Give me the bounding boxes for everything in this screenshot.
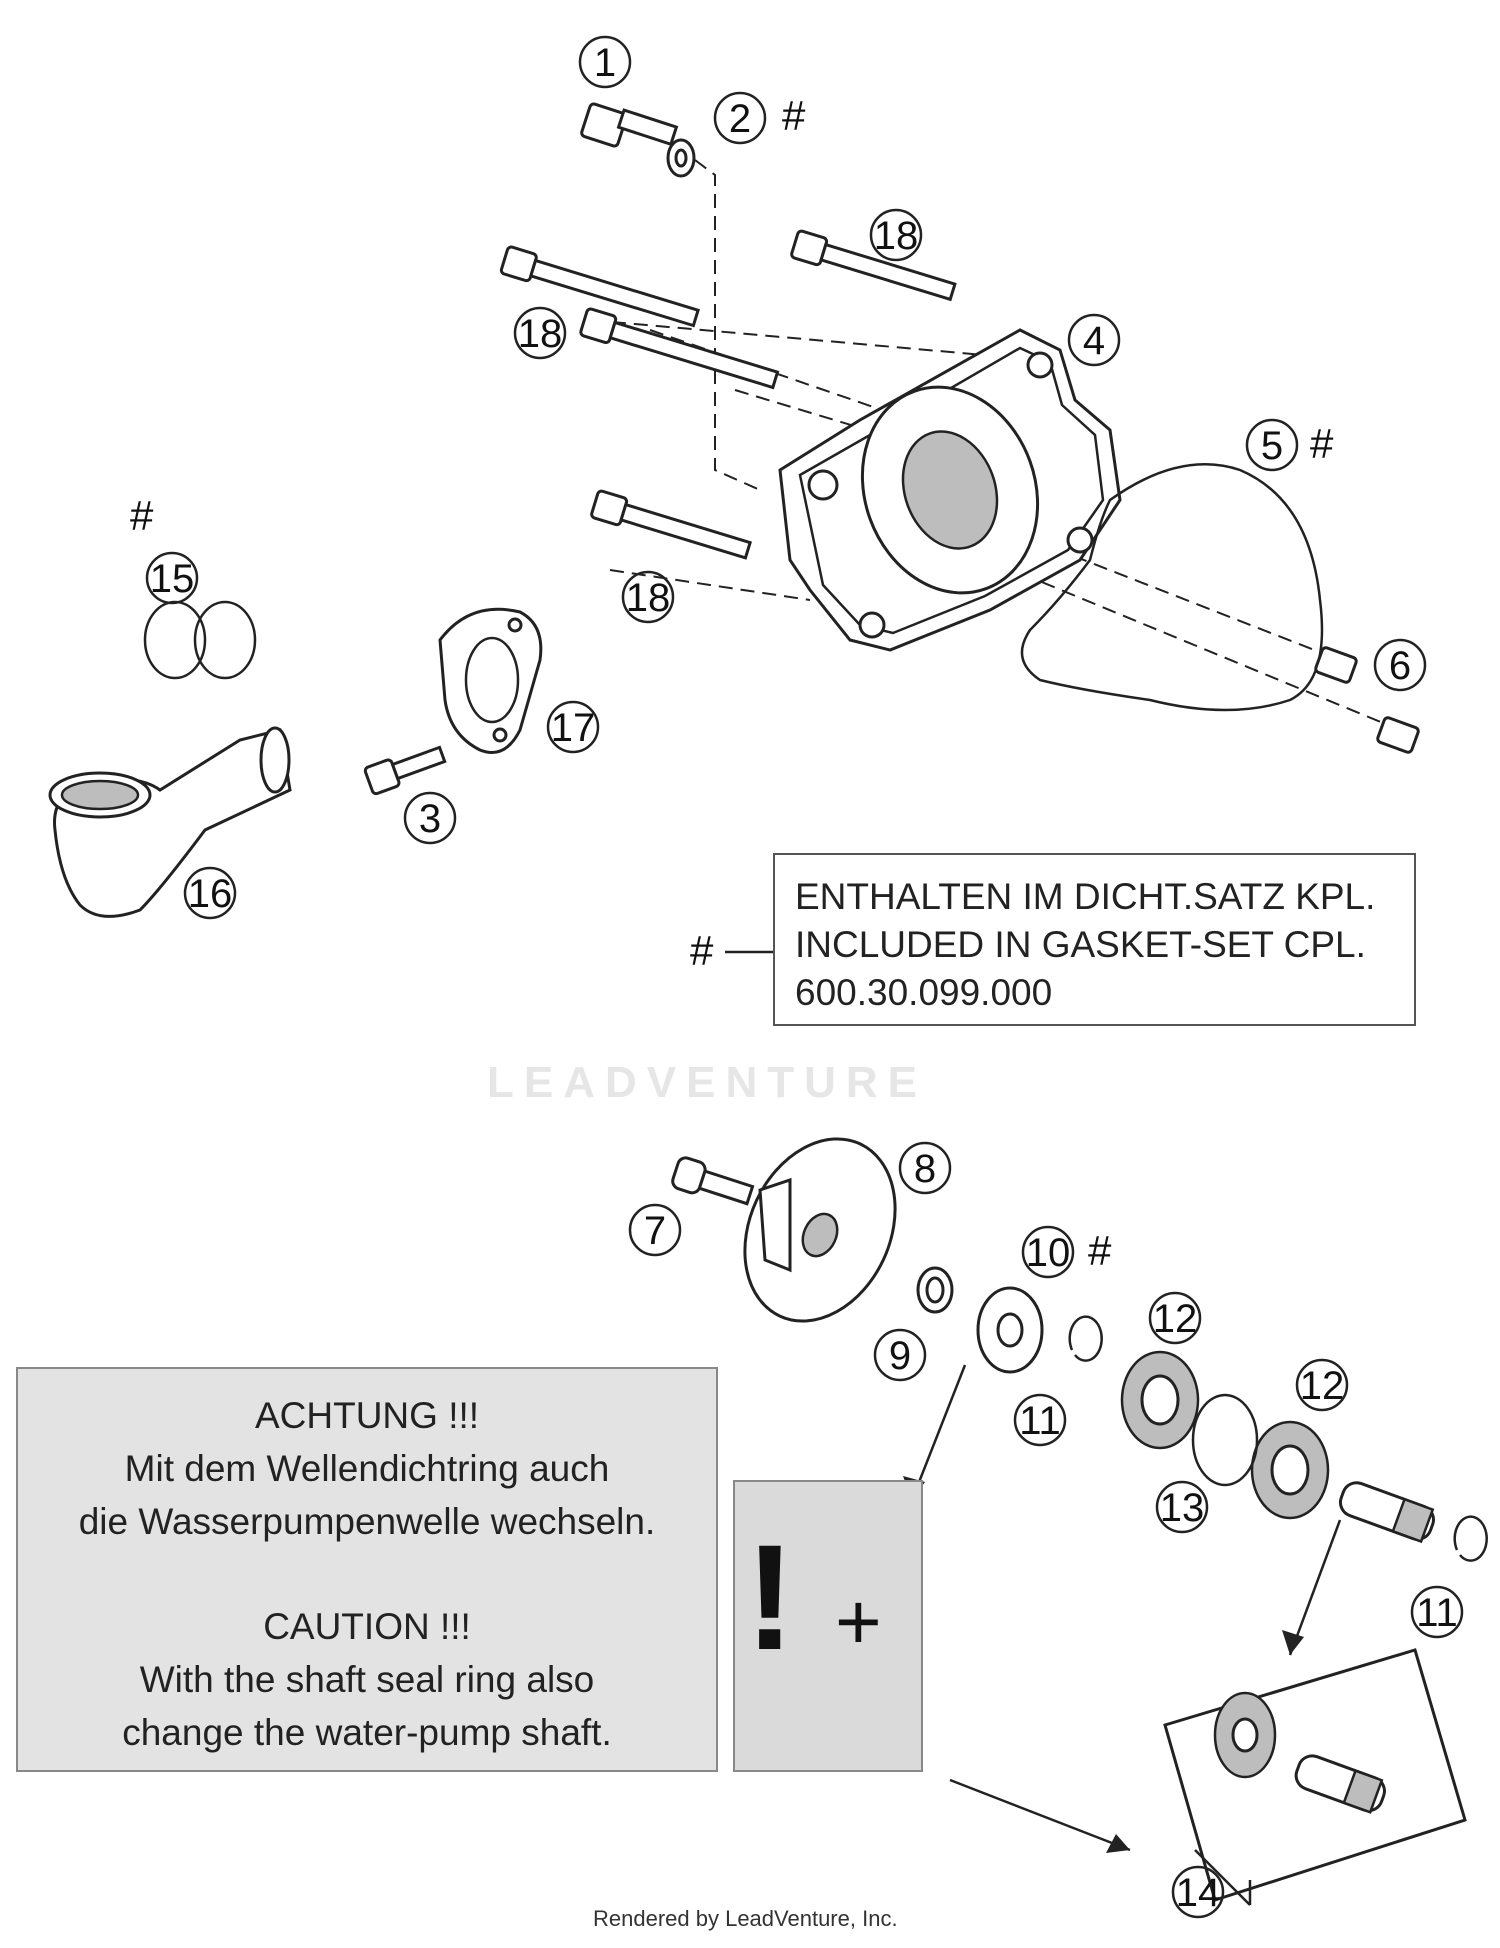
caution-de-line-1: Mit dem Wellendichtring auch: [124, 1448, 610, 1489]
callout-18c: 18: [621, 570, 675, 624]
svg-text:9: 9: [889, 1334, 911, 1378]
part-o-rings-15: [143, 600, 257, 680]
callout-18a: 18: [869, 208, 923, 262]
watermark-text: LEADVENTURE: [487, 1058, 928, 1107]
legend-line-2: INCLUDED IN GASKET-SET CPL.: [795, 924, 1366, 965]
callout-9: 9: [873, 1328, 927, 1382]
hash-10: #: [1088, 1227, 1112, 1274]
svg-text:18: 18: [626, 576, 671, 620]
svg-text:6: 6: [1389, 644, 1411, 688]
callout-2: 2: [713, 91, 767, 145]
callout-6: 6: [1373, 638, 1427, 692]
part-shaft: [1338, 1481, 1435, 1544]
callout-11b: 11: [1410, 1585, 1464, 1639]
svg-text:18: 18: [874, 214, 919, 258]
svg-text:11: 11: [1416, 1591, 1458, 1635]
svg-text:10: 10: [1026, 1231, 1071, 1275]
callout-16: 16: [183, 866, 237, 920]
callout-10: 10: [1021, 1225, 1075, 1279]
part-bearings-12: [1120, 1350, 1330, 1520]
part-snap-ring-13: [1191, 1393, 1259, 1487]
callout-5: 5: [1245, 418, 1299, 472]
part-ring-9: [916, 1266, 954, 1314]
replace-both-icon-box: ! +: [733, 1480, 923, 1772]
part-pump-cover-4: [778, 328, 1122, 652]
callout-12a: 12: [1148, 1291, 1202, 1345]
caution-box: ACHTUNG !!! Mit dem Wellendichtring auch…: [16, 1367, 718, 1772]
callout-8: 8: [898, 1141, 952, 1195]
part-flange-gasket-17: [438, 607, 543, 754]
callout-18b: 18: [513, 306, 567, 360]
svg-text:17: 17: [551, 706, 596, 750]
hash-legend: #: [690, 927, 714, 974]
part-dowels-6: [1314, 646, 1420, 754]
callout-13: 13: [1155, 1480, 1209, 1534]
svg-text:1: 1: [594, 41, 616, 85]
callouts: 1 2 # 18 18 4 5 # # 15 18 6 17 3 16 # 8 …: [130, 35, 1464, 1919]
svg-text:18: 18: [518, 312, 563, 356]
svg-text:5: 5: [1261, 424, 1283, 468]
svg-text:12: 12: [1300, 1364, 1345, 1408]
part-gasket-5: [1020, 463, 1324, 712]
part-bolt-1: [580, 102, 679, 148]
caution-en-line-1: With the shaft seal ring also: [139, 1659, 595, 1700]
part-washer-2: [666, 138, 696, 178]
hash-15: #: [130, 492, 154, 539]
callout-1: 1: [578, 35, 632, 89]
svg-text:15: 15: [150, 557, 195, 601]
hash-2: #: [782, 92, 806, 139]
svg-text:4: 4: [1083, 319, 1105, 363]
footer-credit: Rendered by LeadVenture, Inc.: [593, 1906, 898, 1931]
callout-14: 14: [1171, 1865, 1225, 1919]
part-shaft-seal-10: [976, 1286, 1044, 1374]
svg-text:14: 14: [1176, 1871, 1221, 1915]
caution-en-title: CAUTION !!!: [263, 1606, 471, 1647]
callout-12b: 12: [1295, 1358, 1349, 1412]
callout-3: 3: [403, 791, 457, 845]
caution-de-title: ACHTUNG !!!: [254, 1395, 480, 1436]
callout-11a: 11: [1013, 1393, 1067, 1447]
plus-icon: +: [835, 1577, 882, 1666]
part-long-bolts-18: [499, 229, 957, 560]
part-circlips-11: [1068, 1315, 1488, 1562]
legend-line-1: ENTHALTEN IM DICHT.SATZ KPL.: [795, 876, 1376, 917]
exclamation-icon: !: [745, 1513, 795, 1681]
part-impeller-8: [743, 1137, 897, 1323]
svg-text:2: 2: [729, 97, 751, 141]
svg-text:8: 8: [914, 1147, 936, 1191]
svg-text:16: 16: [188, 872, 233, 916]
svg-text:13: 13: [1160, 1486, 1205, 1530]
caution-de-line-2: die Wasserpumpenwelle wechseln.: [78, 1501, 656, 1542]
callout-7: 7: [628, 1203, 682, 1257]
svg-text:12: 12: [1153, 1297, 1198, 1341]
part-short-bolt-3: [363, 745, 447, 796]
callout-4: 4: [1067, 313, 1121, 367]
svg-text:7: 7: [644, 1209, 666, 1253]
caution-en-line-2: change the water-pump shaft.: [122, 1712, 612, 1753]
gasket-set-legend: ENTHALTEN IM DICHT.SATZ KPL. INCLUDED IN…: [773, 853, 1416, 1026]
legend-line-3: 600.30.099.000: [795, 972, 1053, 1013]
svg-text:3: 3: [419, 797, 441, 841]
part-screw-7: [671, 1156, 755, 1206]
hash-5: #: [1310, 420, 1334, 467]
callout-15: 15: [145, 551, 199, 605]
part-elbow-16: [48, 726, 292, 918]
callout-17: 17: [546, 700, 600, 754]
svg-text:11: 11: [1019, 1399, 1061, 1443]
part-14-set: [1163, 1648, 1467, 1906]
